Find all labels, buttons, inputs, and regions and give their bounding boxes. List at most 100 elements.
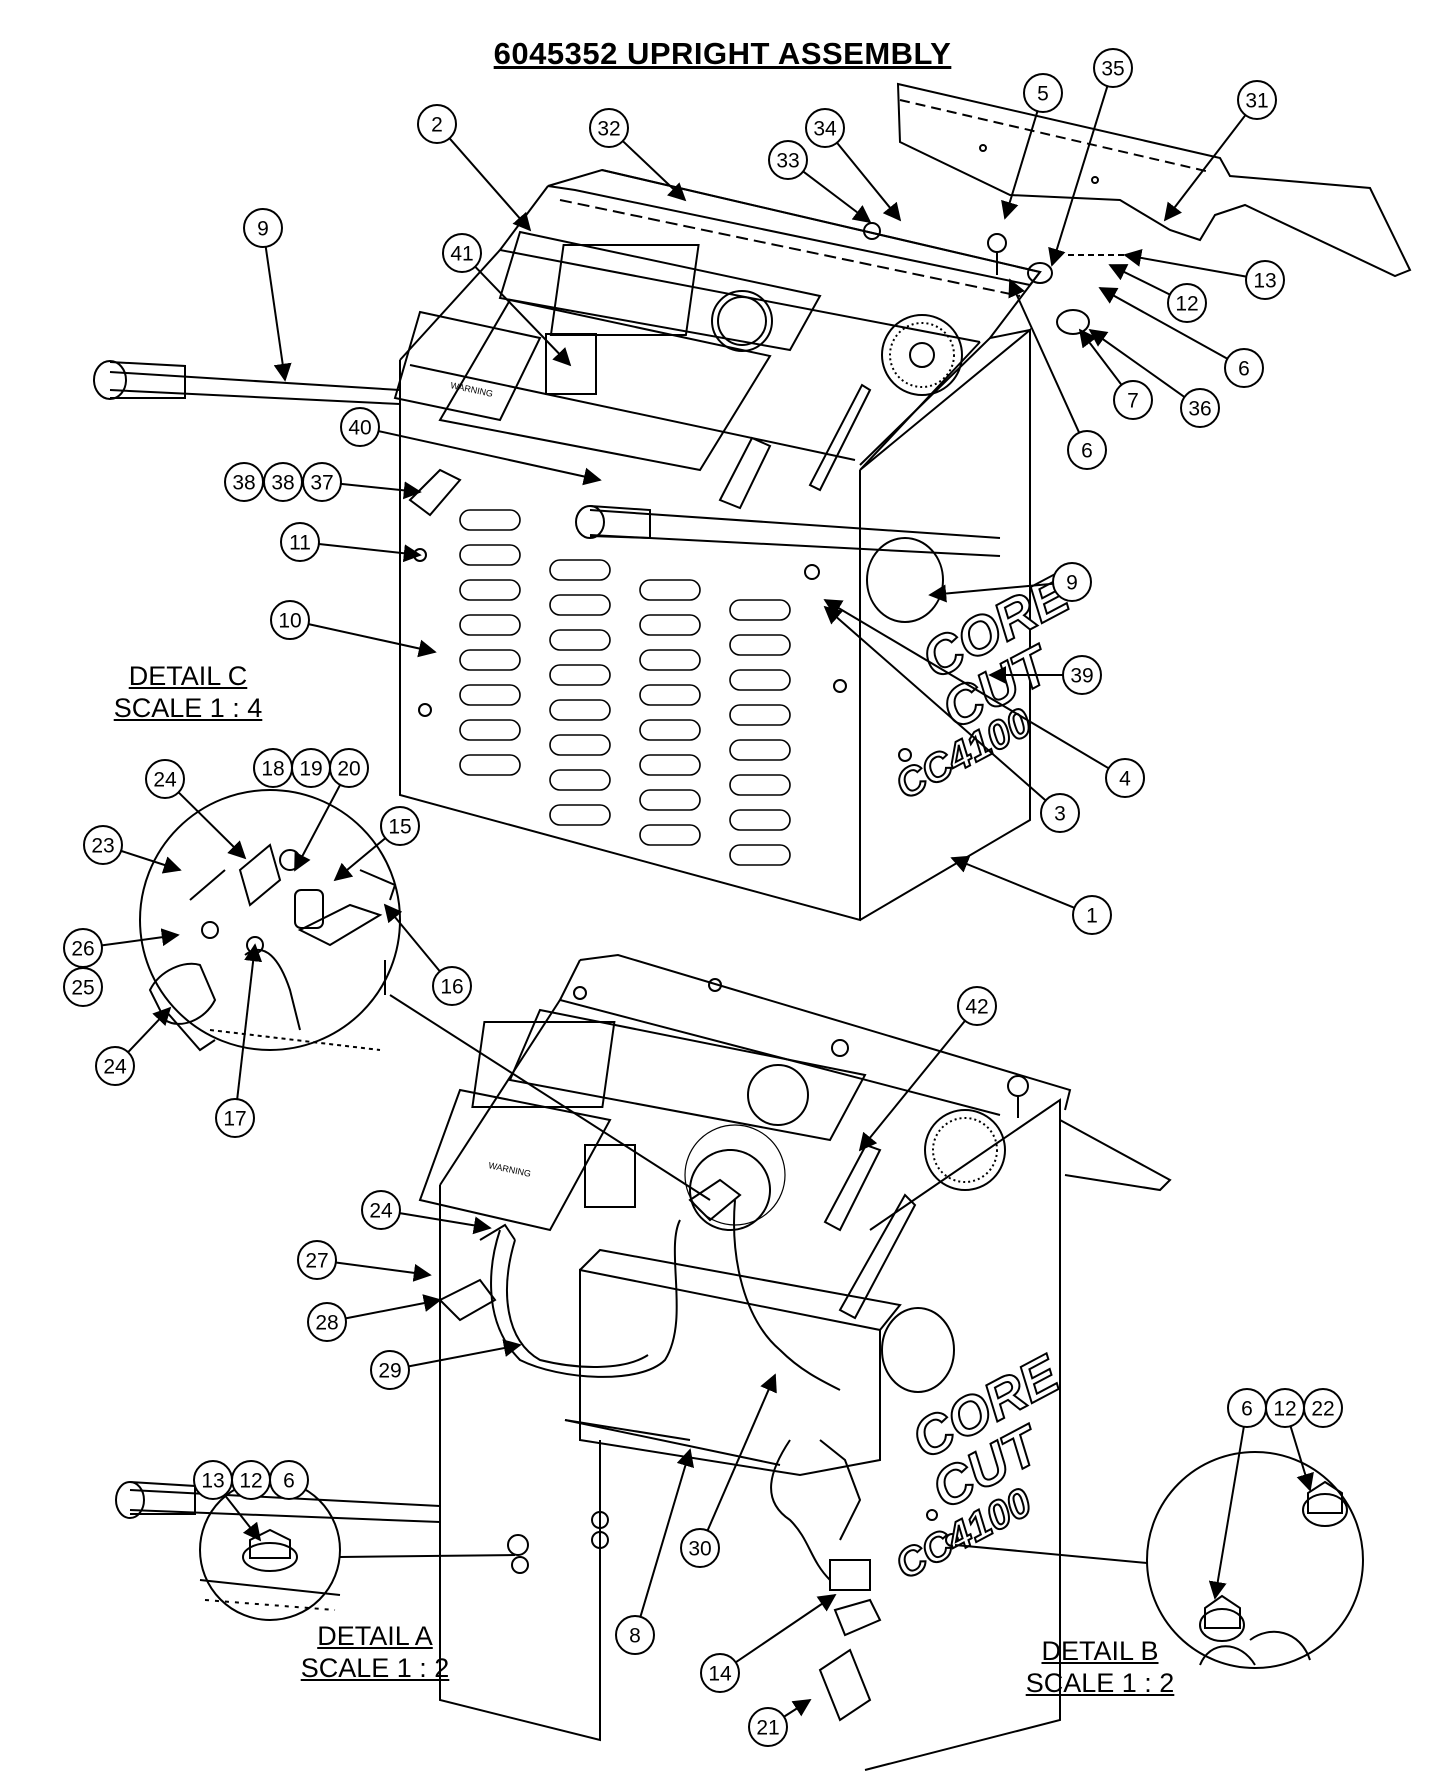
callout-bubble-40 bbox=[340, 407, 380, 447]
callout-leader-42 bbox=[858, 1020, 966, 1152]
callout-number-20: 20 bbox=[337, 758, 360, 781]
callout-leader-9 bbox=[264, 246, 292, 382]
callout-number-38: 38 bbox=[232, 472, 255, 495]
callout-number-6: 6 bbox=[283, 1470, 295, 1493]
callout-number-32: 32 bbox=[597, 118, 620, 141]
callout-leader-27 bbox=[335, 1261, 432, 1282]
callout-bubble-26 bbox=[63, 928, 103, 968]
callout-number-26: 26 bbox=[71, 938, 94, 961]
callout-number-18: 18 bbox=[261, 758, 284, 781]
callout-leader-23 bbox=[120, 849, 182, 874]
callout-number-35: 35 bbox=[1101, 58, 1124, 81]
callout-number-7: 7 bbox=[1127, 390, 1139, 413]
callout-leader-34 bbox=[836, 142, 902, 222]
callout-leader-6 bbox=[1098, 287, 1228, 360]
callout-leader-13 bbox=[223, 1494, 262, 1542]
callout-number-6: 6 bbox=[1081, 440, 1093, 463]
callout-bubble-1 bbox=[1072, 895, 1112, 935]
callout-leader-41 bbox=[474, 265, 572, 367]
detail-b-label: DETAIL B SCALE 1 : 2 bbox=[1015, 1635, 1185, 1699]
callout-leader-9 bbox=[928, 582, 1054, 603]
callout-number-23: 23 bbox=[91, 835, 114, 858]
callout-number-42: 42 bbox=[965, 996, 988, 1019]
brand-upper: CORE CUT CC4100 bbox=[888, 562, 1082, 809]
louver-slots bbox=[459, 509, 791, 866]
callout-number-24: 24 bbox=[369, 1200, 393, 1223]
callout-bubble-10 bbox=[270, 600, 310, 640]
callout-leader-3 bbox=[823, 605, 1047, 802]
detail-c-leader bbox=[389, 994, 711, 1201]
callout-number-6: 6 bbox=[1241, 1398, 1253, 1421]
callout-leader-26 bbox=[101, 928, 180, 947]
callout-leader-7 bbox=[1078, 328, 1123, 386]
callout-number-29: 29 bbox=[378, 1360, 401, 1383]
callout-bubble-15 bbox=[380, 806, 420, 846]
callout-bubble-20 bbox=[329, 748, 369, 788]
warning-label-lower: WARNING bbox=[488, 1160, 532, 1179]
callout-bubble-31 bbox=[1237, 80, 1277, 120]
callout-number-19: 19 bbox=[299, 758, 322, 781]
callout-bubble-36 bbox=[1180, 388, 1220, 428]
detail-c-scale: SCALE 1 : 4 bbox=[113, 693, 263, 723]
callout-number-40: 40 bbox=[348, 417, 371, 440]
detail-b-view bbox=[1146, 1451, 1364, 1669]
callout-leader-6 bbox=[1008, 278, 1081, 434]
callout-number-25: 25 bbox=[71, 977, 94, 1000]
callout-bubble-6 bbox=[1067, 430, 1107, 470]
callout-leader-21 bbox=[783, 1699, 812, 1718]
callout-number-6: 6 bbox=[1238, 358, 1250, 381]
callout-number-22: 22 bbox=[1311, 1398, 1334, 1421]
callout-number-8: 8 bbox=[629, 1625, 641, 1648]
callout-number-2: 2 bbox=[431, 114, 443, 137]
callout-bubble-13 bbox=[1245, 260, 1285, 300]
callout-bubble-14 bbox=[700, 1653, 740, 1693]
callout-leader-12 bbox=[1289, 1425, 1314, 1492]
callout-bubble-6 bbox=[269, 1460, 309, 1500]
callout-bubble-9 bbox=[243, 208, 283, 248]
callout-bubble-41 bbox=[442, 233, 482, 273]
callout-bubble-33 bbox=[768, 140, 808, 180]
callout-leader-24 bbox=[127, 1006, 172, 1053]
callout-bubble-17 bbox=[215, 1098, 255, 1138]
callout-number-11: 11 bbox=[289, 532, 311, 555]
callout-leader-11 bbox=[318, 543, 422, 563]
callout-leader-20 bbox=[294, 784, 341, 872]
callout-leader-5 bbox=[1001, 110, 1039, 220]
callout-bubble-27 bbox=[297, 1240, 337, 1280]
callout-number-1: 1 bbox=[1086, 905, 1098, 928]
callout-number-9: 9 bbox=[1066, 572, 1078, 595]
callout-leader-24 bbox=[399, 1212, 492, 1235]
callout-number-41: 41 bbox=[450, 243, 473, 266]
callout-bubble-38 bbox=[263, 462, 303, 502]
callout-number-4: 4 bbox=[1119, 768, 1131, 791]
callout-bubble-21 bbox=[748, 1707, 788, 1747]
callout-leader-32 bbox=[622, 140, 687, 202]
callout-number-13: 13 bbox=[1253, 270, 1276, 293]
callout-bubble-23 bbox=[83, 825, 123, 865]
callout-leader-35 bbox=[1048, 85, 1109, 267]
callout-bubble-7 bbox=[1113, 380, 1153, 420]
callout-bubble-24 bbox=[361, 1190, 401, 1230]
detail-b-scale: SCALE 1 : 2 bbox=[1025, 1668, 1175, 1698]
callout-bubble-28 bbox=[307, 1302, 347, 1342]
detail-a-name: DETAIL A bbox=[317, 1621, 433, 1651]
callout-leader-10 bbox=[308, 623, 437, 658]
callout-bubble-39 bbox=[1062, 655, 1102, 695]
callout-bubble-2 bbox=[417, 104, 457, 144]
callout-number-31: 31 bbox=[1245, 90, 1268, 113]
detail-b-name: DETAIL B bbox=[1041, 1636, 1159, 1666]
callout-number-34: 34 bbox=[813, 118, 837, 141]
callout-leader-15 bbox=[333, 837, 387, 882]
callout-bubble-9 bbox=[1052, 562, 1092, 602]
callout-bubble-3 bbox=[1040, 793, 1080, 833]
callout-bubble-11 bbox=[280, 522, 320, 562]
callout-number-21: 21 bbox=[756, 1717, 779, 1740]
callout-bubble-32 bbox=[589, 108, 629, 148]
callout-number-17: 17 bbox=[223, 1108, 246, 1131]
callout-number-13: 13 bbox=[201, 1470, 224, 1493]
callout-number-16: 16 bbox=[440, 976, 463, 999]
callout-leader-1 bbox=[950, 855, 1075, 909]
callout-number-5: 5 bbox=[1037, 83, 1049, 106]
